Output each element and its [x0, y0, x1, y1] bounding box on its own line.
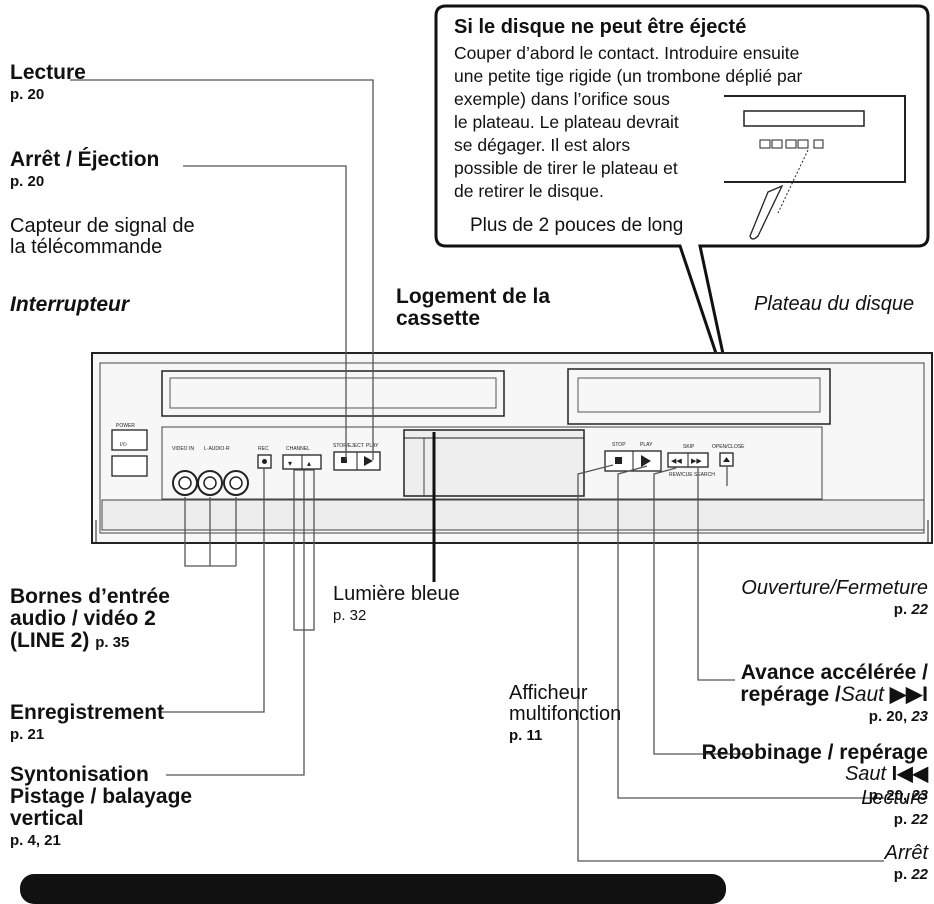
- callout-line: Couper d’abord le contact. Introduire en…: [454, 43, 800, 63]
- leader-lecture-bottom: [617, 465, 884, 799]
- stop-eject-caption: STOP/EJECT: [333, 443, 364, 449]
- svg-text:▾: ▾: [288, 459, 292, 468]
- label-ouverture: Ouverture/Fermeture p. 22: [741, 577, 928, 618]
- callout-line: le plateau. Le plateau devrait: [454, 112, 679, 132]
- label-plateau: Plateau du disque: [754, 293, 915, 315]
- callout-inset-device: [724, 95, 906, 240]
- label-interrupteur: Interrupteur: [10, 293, 130, 316]
- play-right-caption: PLAY: [640, 442, 653, 448]
- callout-line: de retirer le disque.: [454, 181, 604, 201]
- label-lumiere: Lumière bleue p. 32: [333, 583, 460, 624]
- audio-caption: L·AUDIO·R: [204, 446, 230, 452]
- callout-length-note: Plus de 2 pouces de long: [470, 215, 684, 236]
- rec-caption: REC: [258, 446, 269, 452]
- label-lecture-bottom: Lecture p. 22: [861, 787, 928, 828]
- callout-line: possible de tirer le plateau et: [454, 158, 678, 178]
- label-avance: Avance accélérée / repérage /Saut ▶▶I p.…: [740, 661, 928, 726]
- input-caption: VIDEO IN: [172, 446, 194, 452]
- label-syntonisation: Syntonisation Pistage / balayage vertica…: [10, 763, 193, 850]
- power-caption: POWER: [116, 423, 135, 429]
- leader-rebobinage: [653, 467, 750, 755]
- leader-enregistrement: [160, 468, 265, 713]
- callout-line: exemple) dans l’orifice sous: [454, 89, 670, 109]
- leader-lines: [70, 79, 884, 862]
- label-afficheur: Afficheur multifonction p. 11: [509, 682, 622, 744]
- label-capteur: Capteur de signal de la télécommande: [10, 215, 195, 258]
- label-arret-ejection: Arrêt / Éjection p. 20: [10, 148, 160, 191]
- callout-text: Couper d’abord le contact. Introduire en…: [454, 42, 802, 203]
- channel-caption: CHANNEL: [286, 446, 310, 452]
- label-logement: Logement de la cassette: [396, 285, 551, 331]
- callout-line: se dégager. Il est alors: [454, 135, 631, 155]
- svg-text:▴: ▴: [307, 459, 311, 468]
- leader-lecture-top: [70, 79, 374, 460]
- label-rebobinage: Rebobinage / repérage Saut I◀◀ p. 20, 23: [701, 741, 928, 805]
- callout-title: Si le disque ne peut être éjecté: [454, 16, 747, 38]
- leader-avance: [697, 468, 735, 681]
- leader-bornes: [184, 497, 236, 567]
- leader-arret-bottom: [577, 464, 884, 862]
- skip-caption: SKIP: [683, 444, 695, 450]
- openclose-caption: OPEN/CLOSE: [712, 444, 745, 450]
- label-enregistrement: Enregistrement p. 21: [10, 701, 165, 744]
- footer-band: [20, 874, 726, 904]
- device-body: ▾ ▴ ◀◀ ▶▶: [91, 352, 933, 544]
- svg-text:▶▶: ▶▶: [691, 458, 702, 465]
- label-lecture-top: Lecture p. 20: [10, 61, 86, 104]
- stop-caption: STOP: [612, 442, 626, 448]
- label-bornes: Bornes d’entrée audio / vidéo 2 (LINE 2)…: [10, 585, 170, 653]
- power-symbol: I/⏻: [120, 442, 127, 448]
- leader-syntonisation: [166, 470, 305, 776]
- skip-back-icon: I◀◀: [891, 763, 928, 786]
- label-arret-bottom: Arrêt p. 22: [884, 842, 928, 883]
- callout-line: une petite tige rigide (un trombone dépl…: [454, 66, 803, 86]
- leader-arret-ejection: [183, 165, 347, 460]
- search-caption: REW/CUE SEARCH: [669, 472, 715, 478]
- callout-bubble: [434, 4, 930, 411]
- svg-text:◀◀: ◀◀: [671, 458, 682, 465]
- skip-forward-icon: ▶▶I: [889, 683, 928, 707]
- device-captions: POWER I/⏻ VIDEO IN L·AUDIO·R REC CHANNEL…: [116, 423, 745, 478]
